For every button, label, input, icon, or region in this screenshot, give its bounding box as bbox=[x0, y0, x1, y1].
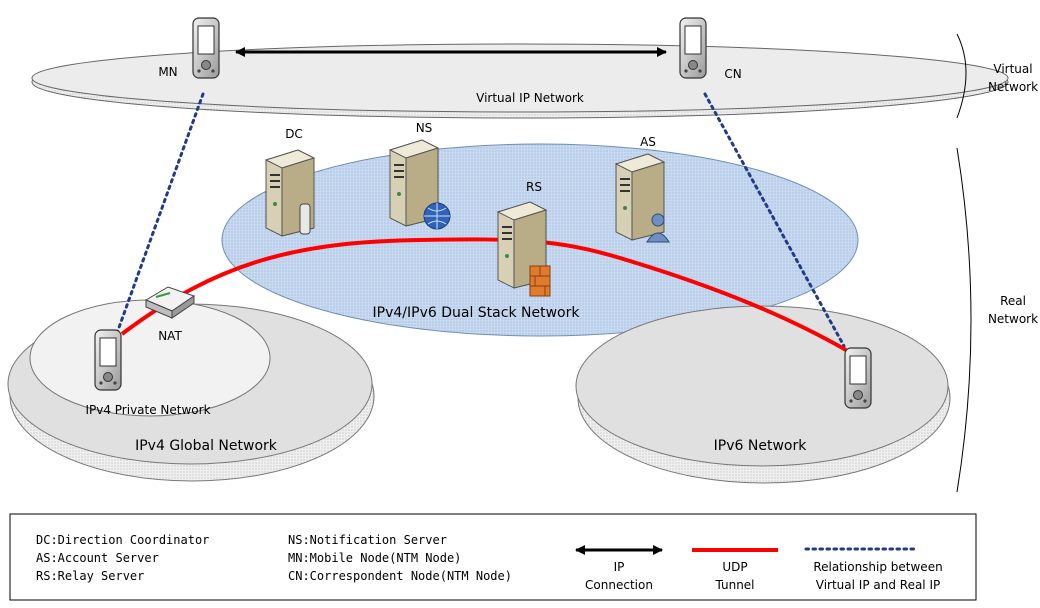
virtual-ip-network: Virtual IP Network bbox=[31, 43, 1009, 119]
user-icon bbox=[651, 213, 665, 227]
legend-abbr-rs: RS:Relay Server bbox=[36, 569, 144, 583]
dc-server: DC bbox=[265, 127, 315, 237]
ipv6-network-label: IPv6 Network bbox=[714, 438, 808, 454]
legend-udp-tunnel-line1: UDP bbox=[722, 560, 747, 574]
legend-box: DC:Direction Coordinator AS:Account Serv… bbox=[9, 513, 977, 601]
ipv4-private-network: IPv4 Private Network bbox=[29, 299, 271, 417]
mn-label: MN bbox=[158, 65, 177, 79]
legend-abbr-mn: MN:Mobile Node(NTM Node) bbox=[288, 551, 461, 565]
nat-router: NAT bbox=[144, 286, 196, 343]
side-braces: Virtual Network Real Network bbox=[956, 33, 1038, 493]
legend-relationship-line2: Virtual IP and Real IP bbox=[816, 578, 940, 592]
rs-server: RS bbox=[497, 180, 551, 297]
real-network-label-line2: Network bbox=[988, 312, 1038, 326]
as-server: AS bbox=[615, 135, 670, 243]
rs-label: RS bbox=[526, 180, 542, 194]
virtual-network-label-line1: Virtual bbox=[993, 62, 1032, 76]
legend-abbr-cn: CN:Correspondent Node(NTM Node) bbox=[288, 569, 512, 583]
ipv6-network: IPv6 Network bbox=[575, 305, 951, 484]
as-label: AS bbox=[640, 135, 656, 149]
cn-phone-virtual: CN bbox=[679, 17, 742, 81]
virtual-ip-network-label: Virtual IP Network bbox=[476, 91, 584, 105]
legend-udp-tunnel-line2: Tunnel bbox=[714, 578, 754, 592]
dc-label: DC bbox=[285, 127, 303, 141]
ns-label: NS bbox=[416, 121, 433, 135]
nat-label: NAT bbox=[158, 329, 182, 343]
virtual-network-brace bbox=[956, 33, 967, 119]
cn-label: CN bbox=[724, 67, 741, 81]
ipv4-private-network-label: IPv4 Private Network bbox=[85, 403, 210, 417]
relationship-lines bbox=[115, 92, 846, 348]
relationship-line-cn bbox=[703, 92, 846, 348]
real-network-brace bbox=[956, 147, 972, 493]
legend-abbr-ns: NS:Notification Server bbox=[288, 533, 447, 547]
legend-ip-connection-line2: Connection bbox=[585, 578, 653, 592]
relationship-line-mn bbox=[115, 92, 205, 335]
real-network-label-line1: Real bbox=[1000, 294, 1026, 308]
dual-stack-network-label: IPv4/IPv6 Dual Stack Network bbox=[373, 305, 581, 321]
ns-server: NS bbox=[389, 121, 451, 230]
cn-phone-real bbox=[844, 347, 872, 409]
legend-abbr-dc: DC:Direction Coordinator bbox=[36, 533, 209, 547]
legend-abbr-as: AS:Account Server bbox=[36, 551, 159, 565]
legend-relationship-line1: Relationship between bbox=[813, 560, 942, 574]
mn-phone-real bbox=[94, 329, 122, 391]
virtual-network-label-line2: Network bbox=[988, 80, 1038, 94]
ipv4-global-network-label: IPv4 Global Network bbox=[135, 438, 278, 454]
legend-ip-connection-line1: IP bbox=[614, 560, 625, 574]
mn-phone-virtual: MN bbox=[158, 17, 220, 79]
phone-icon bbox=[299, 203, 311, 235]
